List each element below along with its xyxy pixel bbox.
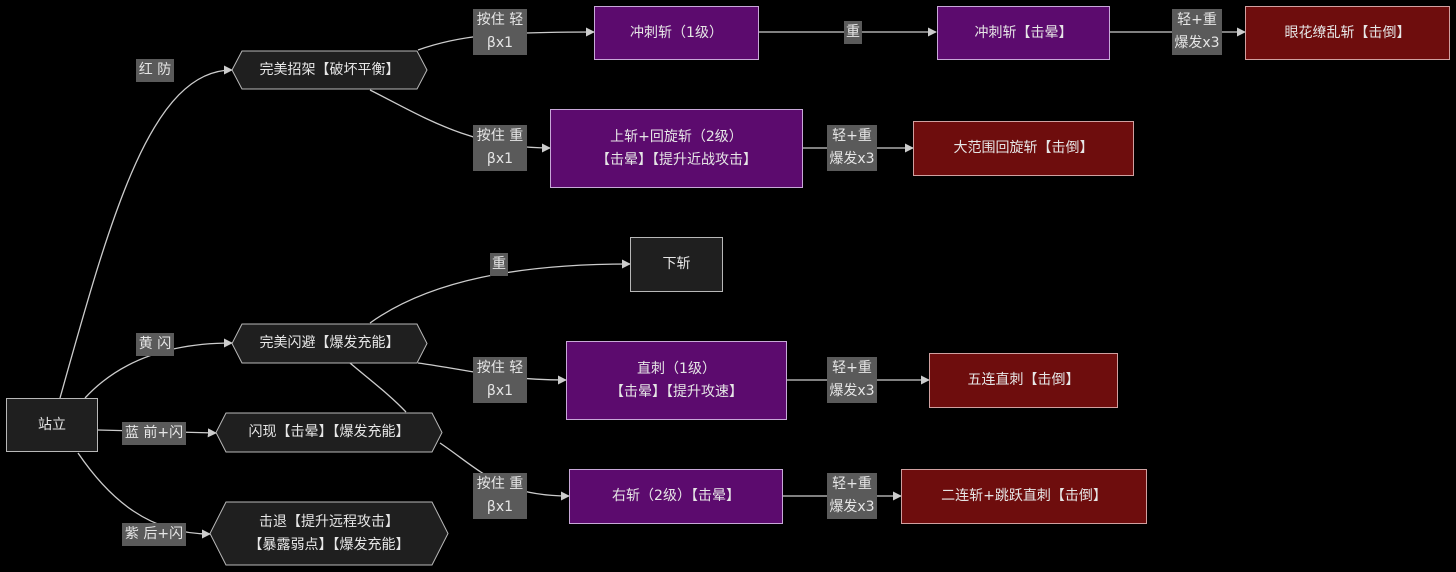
node-perfect-parry: 完美招架【破坏平衡】 — [231, 50, 428, 90]
node-label: 闪现【击晕】【爆发充能】 — [248, 424, 410, 440]
edge-label-hold-light-1: 按住 轻 βx1 — [473, 9, 527, 55]
node-stand: 站立 — [6, 398, 98, 452]
edge-stand-knockback — [77, 452, 211, 539]
node-knockback: 击退【提升远程攻击】 【暴露弱点】【爆发充能】 — [209, 501, 449, 566]
node-flash: 闪现【击晕】【爆发充能】 — [215, 412, 443, 453]
node-dash-slash-stun: 冲刺斩【击晕】 — [937, 6, 1110, 60]
node-down-slash: 下斩 — [630, 237, 723, 292]
node-label: 击退【提升远程攻击】 【暴露弱点】【爆发充能】 — [248, 513, 410, 553]
node-five-thrust: 五连直刺【击倒】 — [929, 353, 1118, 408]
edge-label-blue-fwd: 蓝 前+闪 — [122, 422, 186, 445]
edge-label-purple-back: 紫 后+闪 — [122, 523, 186, 546]
node-label: 完美闪避【爆发充能】 — [259, 335, 400, 351]
hexagon-shape — [215, 412, 443, 453]
hexagon-shape — [231, 323, 428, 364]
node-wide-spin: 大范围回旋斩【击倒】 — [913, 121, 1134, 176]
edge-label-hold-light-2: 按住 轻 βx1 — [473, 357, 527, 403]
node-thrust: 直刺（1级） 【击晕】【提升攻速】 — [566, 341, 787, 420]
edge-label-burst-4: 轻+重 爆发x3 — [827, 473, 877, 519]
edge-label-heavy-1: 重 — [844, 21, 862, 44]
node-dazzle-slash: 眼花缭乱斩【击倒】 — [1245, 6, 1450, 60]
hexagon-shape — [231, 50, 428, 90]
edge-label-yellow-dodge: 黄 闪 — [136, 333, 174, 356]
edge-label-heavy-2: 重 — [490, 253, 508, 276]
edge-label-burst-3: 轻+重 爆发x3 — [827, 357, 877, 403]
node-right-slash: 右斩（2级）【击晕】 — [569, 469, 783, 524]
edge-dodge-down — [369, 259, 631, 324]
edge-stand-dodge — [84, 338, 233, 399]
edge-label-hold-heavy-1: 按住 重 βx1 — [473, 125, 527, 171]
edge-stand-parry — [59, 65, 233, 399]
edge-label-burst-2: 轻+重 爆发x3 — [827, 125, 877, 171]
edge-dodge-right — [349, 362, 407, 413]
hexagon-shape — [209, 501, 449, 566]
edge-label-red-def: 红 防 — [136, 59, 174, 82]
node-upper-spin: 上斩+回旋斩（2级） 【击晕】【提升近战攻击】 — [550, 109, 803, 188]
edge-label-burst-1: 轻+重 爆发x3 — [1172, 9, 1222, 55]
node-perfect-dodge: 完美闪避【爆发充能】 — [231, 323, 428, 364]
node-double-slash: 二连斩+跳跃直刺【击倒】 — [901, 469, 1147, 524]
node-label: 完美招架【破坏平衡】 — [259, 61, 400, 78]
edge-label-hold-heavy-2: 按住 重 βx1 — [473, 473, 527, 519]
node-dash-slash: 冲刺斩（1级） — [594, 6, 759, 60]
